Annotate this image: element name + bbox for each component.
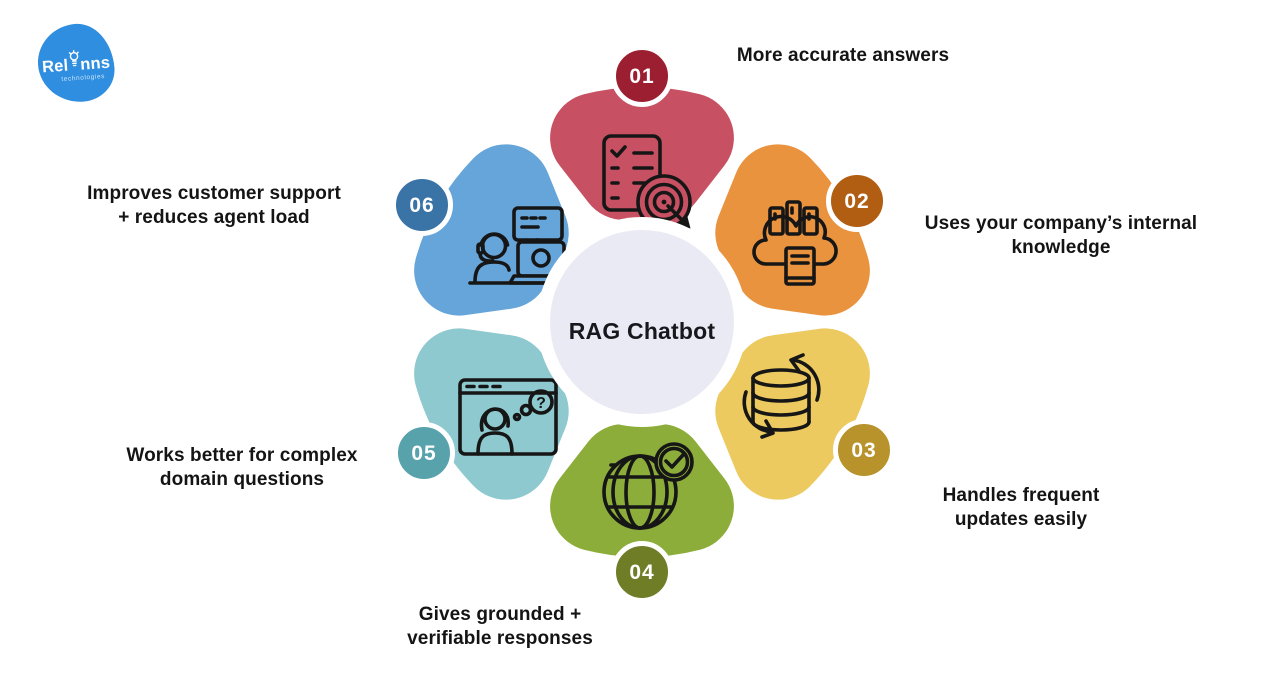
- badge-06: 06: [391, 174, 453, 236]
- logo-text-suffix: nns: [79, 53, 111, 74]
- badge-01: 01: [611, 45, 673, 107]
- badge-01-number: 01: [629, 65, 654, 88]
- petal-label-06: Improves customer support + reduces agen…: [87, 183, 341, 228]
- database-sync-icon: [742, 353, 821, 439]
- badge-03-number: 03: [851, 439, 876, 462]
- petal-06: [414, 144, 569, 316]
- cloud-books-icon: [752, 200, 838, 286]
- lightbulb-icon: [68, 49, 81, 74]
- petal-label-05: Works better for complex domain question…: [126, 445, 358, 490]
- badge-02-number: 02: [844, 190, 869, 213]
- badge-06-number: 06: [409, 194, 434, 217]
- badge-05: 05: [393, 422, 455, 484]
- logo-text-prefix: Rel: [41, 56, 69, 77]
- badge-03: 03: [833, 419, 895, 481]
- badge-04-number: 04: [629, 561, 654, 584]
- badge-02: 02: [826, 170, 888, 232]
- logo-wordmark: Rel nns: [41, 47, 111, 77]
- petal-label-01: More accurate answers: [736, 45, 950, 66]
- center-circle: [550, 230, 734, 414]
- globe-check-icon: [602, 442, 694, 530]
- logo-blob: Rel nns technologies: [35, 21, 117, 105]
- flower-diagram: ? 01 02 03 04 05: [391, 45, 895, 603]
- badge-04: 04: [611, 541, 673, 603]
- petal-label-03: Handles frequent updates easily: [942, 485, 1100, 530]
- petal-label-02: Uses your company’s internal knowledge: [924, 213, 1198, 258]
- petal-label-04: Gives grounded + verifiable responses: [407, 604, 593, 649]
- checklist-target-icon: [602, 134, 692, 230]
- browser-question-icon: ?: [458, 378, 558, 456]
- svg-text:?: ?: [536, 395, 546, 412]
- badge-05-number: 05: [411, 442, 436, 465]
- logo-tagline: technologies: [61, 73, 106, 84]
- center-title: RAG Chatbot: [568, 318, 716, 344]
